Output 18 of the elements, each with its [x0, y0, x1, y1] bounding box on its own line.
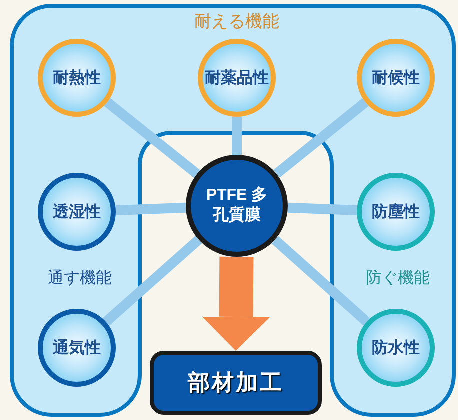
circle-label: 耐薬品性	[205, 68, 269, 88]
connector-line	[274, 98, 369, 178]
circle-label: 通気性	[53, 338, 101, 358]
group-label: 耐える機能	[194, 11, 280, 33]
circle-label: PTFE 多孔質膜	[205, 186, 269, 226]
box-label: 部材加工	[188, 370, 284, 398]
group-label: 防ぐ機能	[366, 268, 430, 289]
connector-line	[104, 98, 200, 178]
connector-line	[288, 202, 358, 216]
circle-label: 防水性	[372, 338, 420, 358]
circle-label: 透湿性	[53, 202, 101, 222]
circle-label: 耐熱性	[53, 68, 101, 88]
circle-label: 耐候性	[372, 68, 420, 88]
circle-label: 防塵性	[372, 202, 420, 222]
connector-line	[116, 202, 186, 216]
group-label: 通す機能	[48, 268, 112, 289]
process-box	[150, 351, 322, 415]
connector-line	[232, 117, 242, 155]
